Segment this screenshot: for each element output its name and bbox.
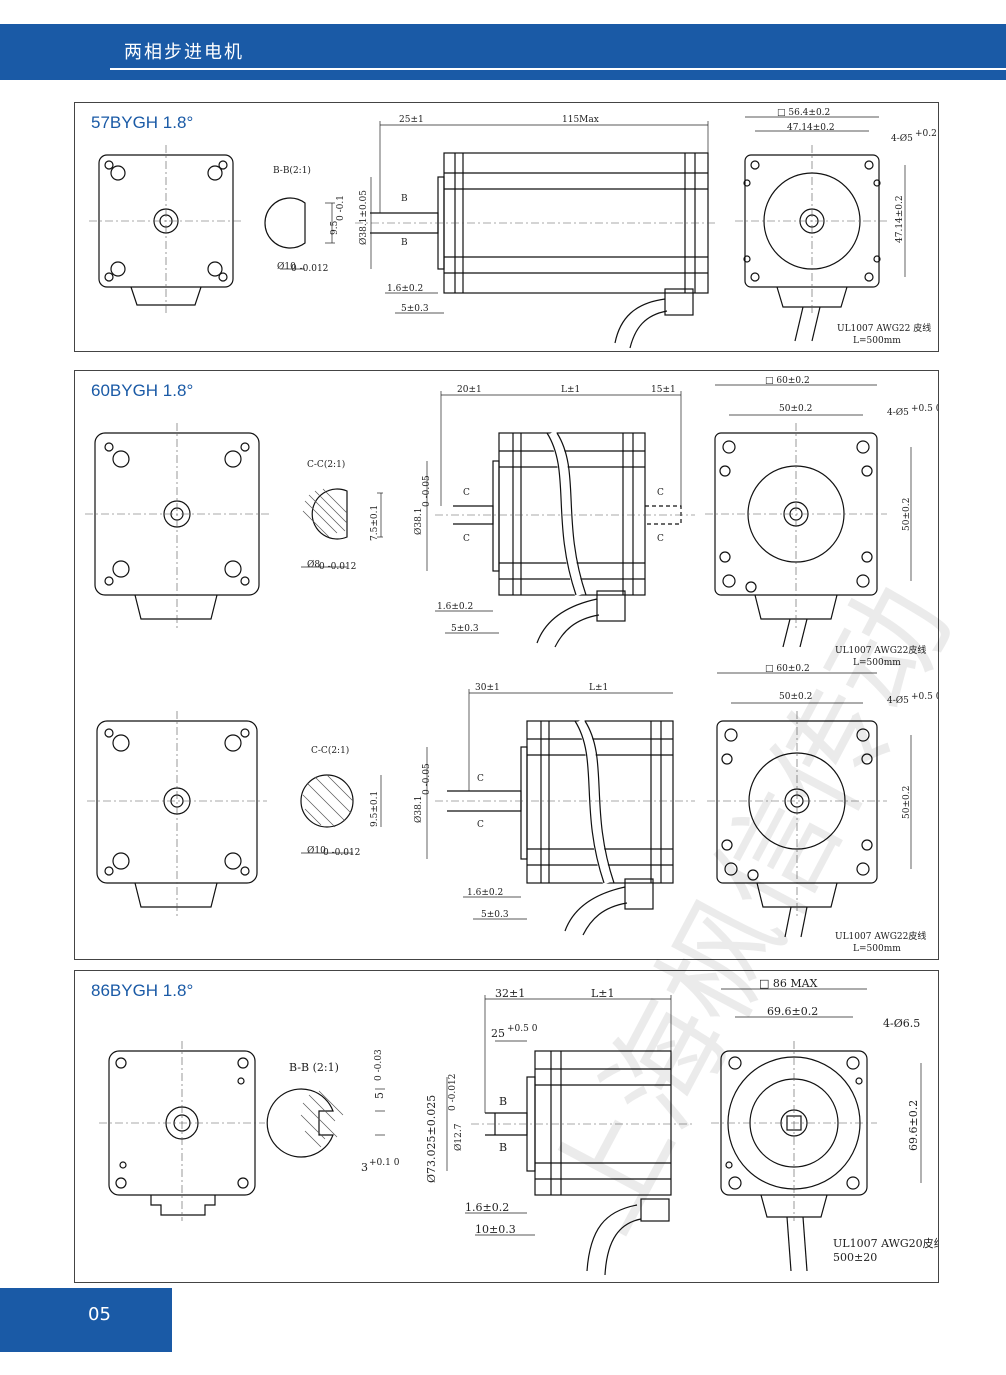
hole-spacing-upper: 50±0.2 [779, 404, 812, 414]
pilot-tolerance-lower: 0 -0.05 [422, 763, 432, 795]
pilot-diameter: Ø38.1±0.05 [358, 190, 369, 245]
section-cut-bottom: B [499, 1141, 507, 1154]
drawing-60: C-C(2:1) 7.5±0.1 Ø8 0 -0.012 Ø38.1 0 -0.… [85, 376, 938, 954]
cable-length-lower: L=500mm [853, 944, 901, 954]
panel-title-60: 60BYGH 1.8° [91, 381, 194, 400]
panel-title-86: 86BYGH 1.8° [91, 981, 194, 1000]
boss-dimension: 1.6±0.2 [387, 284, 423, 294]
drawing-57: B-B(2:1) 9.5 0 -0.1 Ø10 0 -0.012 Ø38.1±0… [89, 108, 938, 349]
boss-dimension-lower: 1.6±0.2 [467, 888, 503, 898]
panel-86bygh: 86BYGH 1.8° [74, 970, 939, 1283]
length-body-upper: L±1 [561, 385, 580, 395]
length-front: 25±1 [399, 115, 424, 125]
section-label-lower: C-C(2:1) [311, 745, 349, 756]
shaft-diameter: Ø10 [277, 261, 296, 272]
pilot-diameter-lower: Ø38.1 [413, 796, 424, 823]
shaft-tolerance-upper: 0 -0.012 [319, 562, 356, 572]
section-cut-a-upper: C [463, 488, 470, 498]
length-key-tolerance: +0.5 0 [507, 1024, 538, 1034]
header-bar [0, 24, 1006, 80]
square-dimension-upper: □ 60±0.2 [765, 376, 810, 386]
section-cut-b-lower: C [477, 820, 484, 830]
cable-length: 500±20 [833, 1251, 877, 1264]
length-key: 25 [491, 1027, 505, 1040]
section-cut-c-upper: C [657, 488, 664, 498]
cable-spec-lower: UL1007 AWG22皮线 [835, 930, 926, 942]
boss-dimension: 1.6±0.2 [465, 1201, 509, 1214]
footer-page-box [0, 1288, 172, 1352]
key-width-tolerance: 0 -0.03 [374, 1049, 384, 1081]
section-cut-top: B [499, 1095, 507, 1108]
page-title: 两相步进电机 [124, 42, 244, 63]
mounting-holes-tolerance: +0.2 0 [915, 129, 938, 139]
section-cut-top: B [401, 194, 408, 204]
hole-spacing-vertical-upper: 50±0.2 [902, 498, 912, 531]
pilot-diameter: Ø73.025±0.025 [425, 1095, 438, 1183]
shaft-diameter-upper: Ø8 [307, 559, 320, 570]
length-front-lower: 30±1 [475, 683, 500, 693]
flat-tolerance: 0 -0.1 [336, 195, 346, 221]
hole-spacing: 47.14±0.2 [787, 123, 835, 133]
section-label-upper: C-C(2:1) [307, 459, 345, 470]
hole-spacing-vertical: 69.6±0.2 [907, 1100, 920, 1151]
mounting-holes: 4-Ø5 [891, 133, 913, 144]
section-cut-a-lower: C [477, 774, 484, 784]
section-cut-bottom: B [401, 238, 408, 248]
section-label: B-B (2:1) [289, 1061, 339, 1074]
key-depth: 3 [361, 1161, 368, 1174]
mounting-holes: 4-Ø6.5 [883, 1017, 920, 1030]
mounting-holes-upper: 4-Ø5 [887, 407, 909, 418]
cable-length: L=500mm [853, 336, 901, 346]
length-body-lower: L±1 [589, 683, 608, 693]
key-depth-tolerance: +0.1 0 [369, 1158, 400, 1168]
length-body: 115Max [562, 115, 599, 125]
section-cut-b-upper: C [463, 534, 470, 544]
hole-spacing-lower: 50±0.2 [779, 692, 812, 702]
flange-dimension-lower: 5±0.3 [481, 910, 509, 920]
section-label: B-B(2:1) [273, 165, 311, 176]
panel-60bygh: 60BYGH 1.8° [74, 370, 939, 960]
page-number: 05 [88, 1304, 111, 1325]
shaft-tolerance: 0 -0.012 [291, 264, 328, 274]
header-rule [110, 68, 1006, 70]
cable-length-upper: L=500mm [853, 658, 901, 668]
pilot-tolerance-upper: 0 -0.05 [422, 475, 432, 507]
length-body: L±1 [591, 987, 615, 1000]
shaft-diameter: Ø12.7 [453, 1123, 464, 1151]
cable-spec: UL1007 AWG22 皮线 [837, 322, 931, 334]
hole-spacing-vertical: 47.14±0.2 [895, 195, 905, 243]
mounting-holes-lower: 4-Ø5 [887, 695, 909, 706]
flat-dimension-lower: 9.5±0.1 [370, 791, 380, 827]
length-rear-upper: 15±1 [651, 385, 676, 395]
mounting-holes-tolerance-upper: +0.5 0 [911, 404, 938, 414]
drawing-86: B-B (2:1) 5 0 -0.03 3 +0.1 0 Ø73.025±0.0… [99, 977, 938, 1276]
boss-dimension-upper: 1.6±0.2 [437, 602, 473, 612]
square-dimension: □ 86 MAX [759, 977, 818, 990]
cable-spec: UL1007 AWG20皮线 [833, 1236, 938, 1250]
flange-dimension: 5±0.3 [401, 304, 429, 314]
panel-title-57: 57BYGH 1.8° [91, 113, 194, 132]
pilot-diameter-upper: Ø38.1 [413, 508, 424, 535]
panel-57bygh: 57BYGH 1.8° [74, 102, 939, 352]
flange-dimension-upper: 5±0.3 [451, 624, 479, 634]
length-front: 32±1 [495, 987, 525, 1000]
shaft-tolerance-lower: 0 -0.012 [323, 848, 360, 858]
shaft-tolerance: 0 -0.012 [448, 1074, 458, 1111]
flat-dimension: 9.5 [330, 220, 340, 235]
square-dimension: □ 56.4±0.2 [777, 108, 830, 118]
hole-spacing: 69.6±0.2 [767, 1005, 818, 1018]
key-width: 5 [373, 1092, 386, 1099]
mounting-holes-tolerance-lower: +0.5 0 [911, 692, 938, 702]
flange-dimension: 10±0.3 [475, 1223, 516, 1236]
length-front-upper: 20±1 [457, 385, 482, 395]
shaft-diameter-lower: Ø10 [307, 845, 326, 856]
cable-spec-upper: UL1007 AWG22皮线 [835, 644, 926, 656]
square-dimension-lower: □ 60±0.2 [765, 664, 810, 674]
hole-spacing-vertical-lower: 50±0.2 [902, 786, 912, 819]
flat-dimension-upper: 7.5±0.1 [370, 505, 380, 541]
section-cut-d-upper: C [657, 534, 664, 544]
